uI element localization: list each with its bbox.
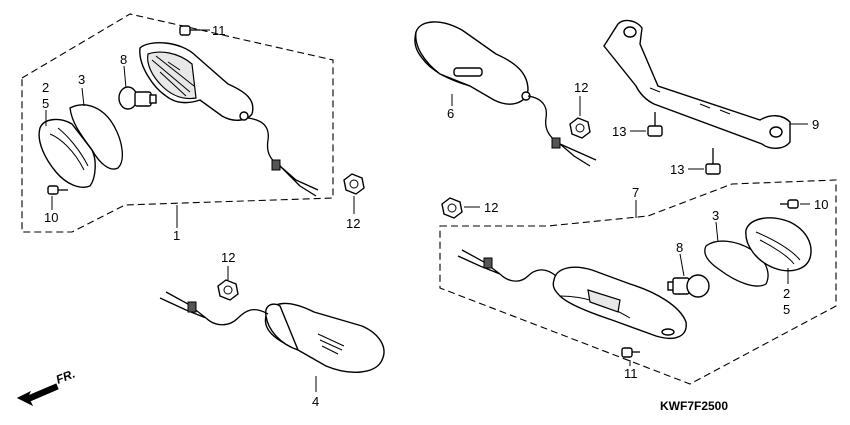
callout-9: 9 <box>812 117 819 132</box>
wire-1 <box>247 117 281 167</box>
wire-6 <box>527 95 561 145</box>
leader-8b <box>679 253 685 277</box>
lens-part-2 <box>38 118 96 188</box>
nut-part-12-a <box>343 173 365 195</box>
wire-7 <box>499 269 557 282</box>
wire-connector-6 <box>559 143 597 167</box>
bolt-part-13-b <box>705 148 721 175</box>
callout-13-b: 13 <box>670 162 684 177</box>
connector-plug-1 <box>271 159 281 171</box>
gasket-part-3 <box>69 104 124 170</box>
callout-13-a: 13 <box>612 124 626 139</box>
callout-8-a: 8 <box>120 52 127 67</box>
connector-plug-7 <box>483 257 493 269</box>
callout-2-a: 2 <box>42 80 49 95</box>
callout-8-b: 8 <box>676 240 683 255</box>
callout-12-a: 12 <box>346 216 360 231</box>
callout-6: 6 <box>447 106 454 121</box>
screw-part-11-a <box>179 25 200 36</box>
front-direction-arrow-icon <box>16 383 59 407</box>
callout-5-b: 5 <box>783 302 790 317</box>
callout-3-b: 3 <box>712 208 719 223</box>
callout-7: 7 <box>632 185 639 200</box>
diagram-code: KWF7F2500 <box>660 399 728 413</box>
bolt-part-13-a <box>647 112 663 137</box>
nut-part-12-d <box>441 197 463 219</box>
leader-8a <box>123 65 127 89</box>
callout-12-b: 12 <box>221 250 235 265</box>
lens-part-2-b <box>745 217 812 272</box>
turn-signal-housing-6 <box>414 21 531 105</box>
wire-connector-7 <box>457 249 501 275</box>
bracket-part-9 <box>603 19 791 149</box>
leader-3a <box>81 87 85 107</box>
turn-signal-housing-1 <box>139 42 254 121</box>
callout-1: 1 <box>173 228 180 243</box>
leader-3b <box>715 221 719 243</box>
nut-part-12-c <box>569 117 591 139</box>
gasket-part-3-b <box>704 240 769 287</box>
callout-5-a: 5 <box>42 96 49 111</box>
front-direction-label: FR. <box>54 367 77 387</box>
wire-connector-1 <box>279 165 319 197</box>
turn-signal-housing-4 <box>264 302 385 373</box>
assembly-boundary-1 <box>21 13 334 233</box>
callout-3-a: 3 <box>78 72 85 87</box>
assembly-boundary-7 <box>439 179 837 385</box>
wire-connector-4 <box>159 291 207 319</box>
callout-11-b: 11 <box>624 366 638 381</box>
bulb-part-8-b <box>667 274 710 298</box>
screw-part-10-a <box>47 185 68 195</box>
nut-part-12-b <box>217 279 239 301</box>
callout-12-c: 12 <box>574 80 588 95</box>
callout-11-a: 11 <box>212 23 226 38</box>
screw-part-11-b <box>621 347 640 358</box>
screw-part-10-b <box>780 199 799 209</box>
callout-10-a: 10 <box>44 210 58 225</box>
callout-10-b: 10 <box>814 197 828 212</box>
connector-plug-4 <box>187 301 197 313</box>
connector-plug-6 <box>551 137 561 149</box>
bulb-part-8 <box>118 86 157 110</box>
wire-4 <box>205 308 269 326</box>
callout-4: 4 <box>312 394 319 409</box>
turn-signal-housing-7 <box>552 266 687 340</box>
callout-12-d: 12 <box>484 200 498 215</box>
callout-2-b: 2 <box>783 286 790 301</box>
